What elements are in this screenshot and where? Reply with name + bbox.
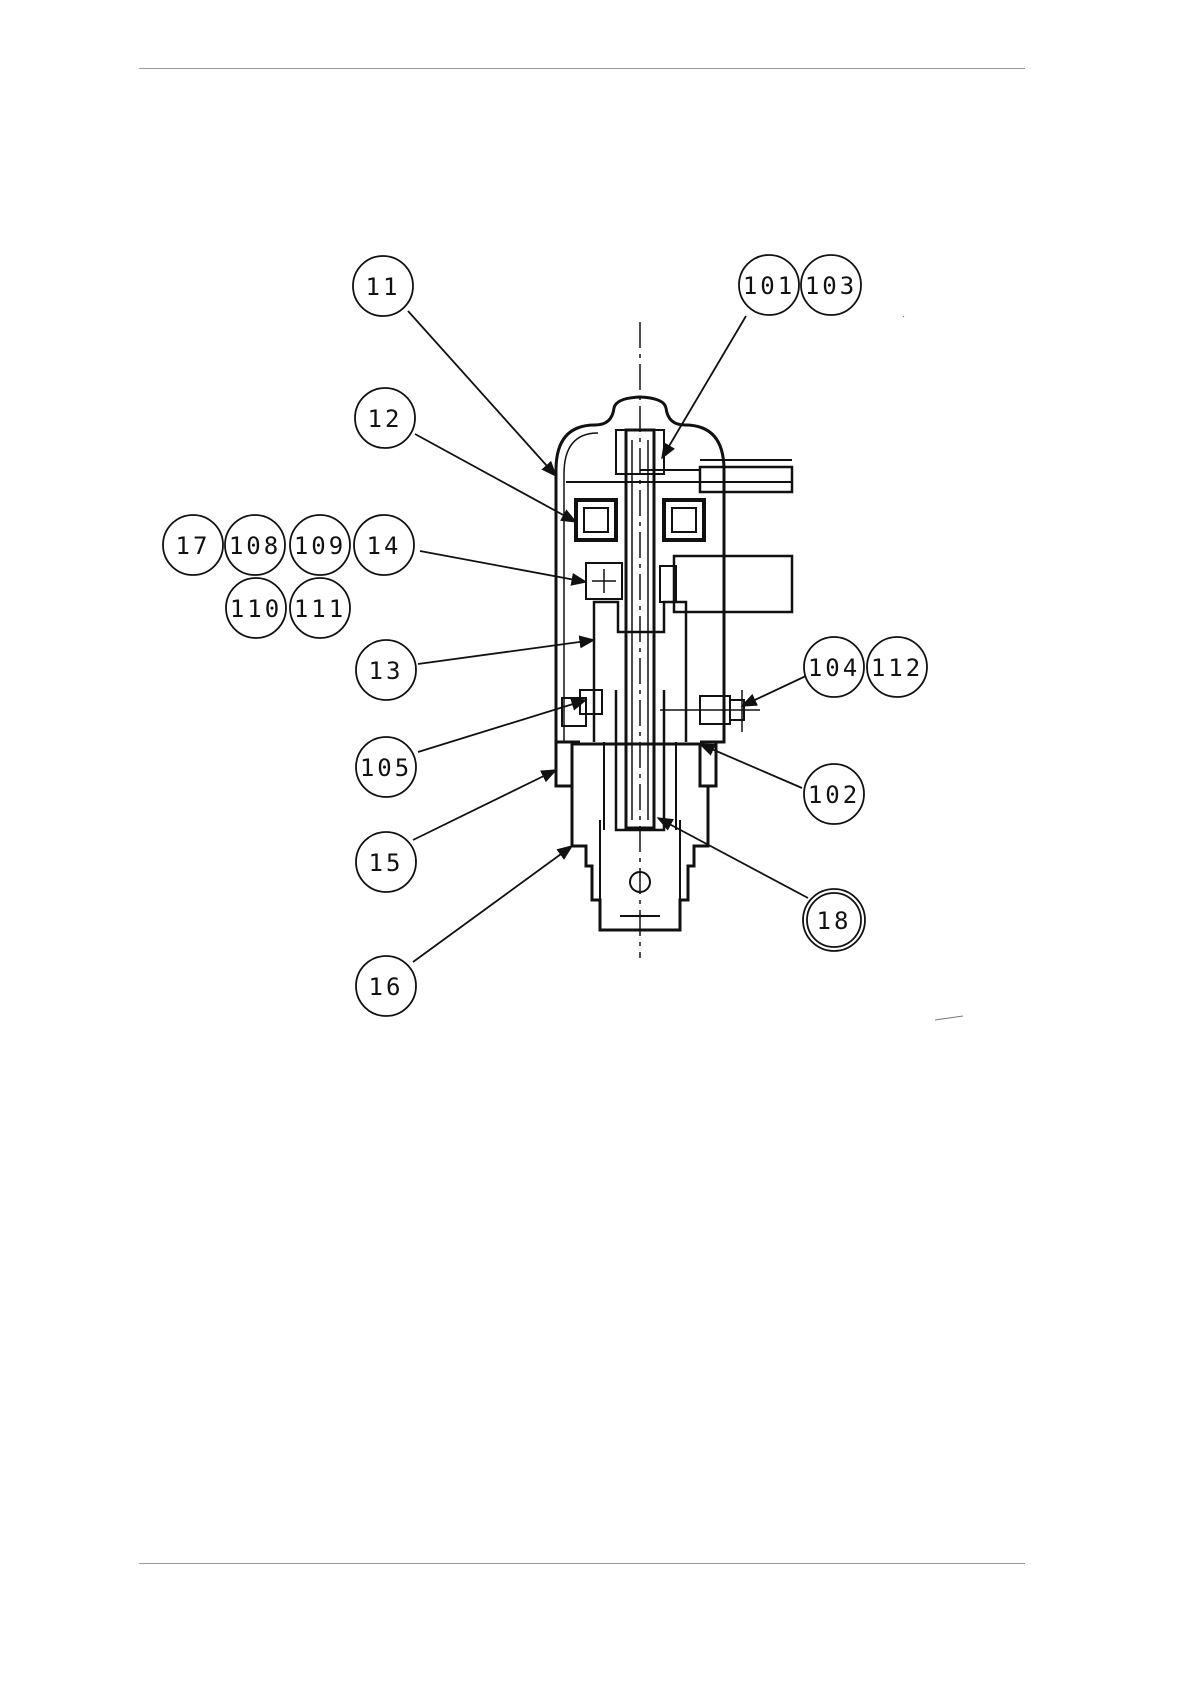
svg-text:110: 110 [230, 595, 282, 623]
svg-text:13: 13 [369, 657, 404, 685]
callout-102: 102 [804, 764, 864, 824]
callout-18: 18 [803, 889, 865, 951]
leader-lines [408, 311, 808, 962]
callout-104: 104 [804, 637, 864, 697]
callout-17: 17 [163, 515, 223, 575]
svg-text:103: 103 [805, 272, 857, 300]
callout-14: 14 [354, 515, 414, 575]
svg-text:104: 104 [808, 654, 860, 682]
svg-text:101: 101 [743, 272, 795, 300]
callout-12: 12 [355, 388, 415, 448]
callout-15: 15 [356, 832, 416, 892]
svg-text:111: 111 [294, 595, 346, 623]
svg-text:16: 16 [369, 973, 404, 1001]
callout-11: 11 [353, 256, 413, 316]
callout-109: 109 [290, 515, 350, 575]
callout-105: 105 [356, 737, 416, 797]
svg-text:109: 109 [294, 532, 346, 560]
callout-110: 110 [226, 578, 286, 638]
svg-text:15: 15 [369, 849, 404, 877]
svg-text:17: 17 [176, 532, 211, 560]
svg-text:18: 18 [817, 907, 852, 935]
svg-text:12: 12 [368, 405, 403, 433]
svg-text:105: 105 [360, 754, 412, 782]
callout-103: 103 [801, 255, 861, 315]
svg-text:108: 108 [229, 532, 281, 560]
svg-text:14: 14 [367, 532, 402, 560]
callout-108: 108 [225, 515, 285, 575]
callout-101: 101 [739, 255, 799, 315]
callout-16: 16 [356, 956, 416, 1016]
callout-112: 112 [867, 637, 927, 697]
callout-111: 111 [290, 578, 350, 638]
svg-text:11: 11 [366, 273, 401, 301]
callouts: 11 101 103 12 17 108 109 14 [163, 255, 927, 1016]
svg-text:112: 112 [871, 654, 923, 682]
callout-13: 13 [356, 640, 416, 700]
svg-text:102: 102 [808, 781, 860, 809]
